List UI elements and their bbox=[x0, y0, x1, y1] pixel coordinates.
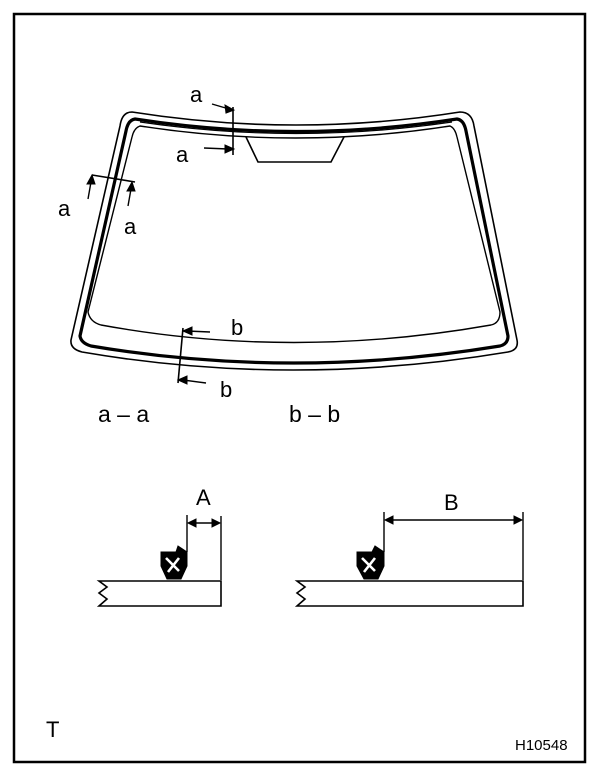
dimension-b-label: B bbox=[444, 490, 459, 515]
dimension-a-label: A bbox=[196, 485, 211, 510]
adhesive-dam-bb bbox=[356, 545, 385, 580]
label-a-left-1: a bbox=[58, 196, 71, 221]
figure-code: H10548 bbox=[515, 737, 568, 754]
adhesive-dam-aa bbox=[160, 545, 188, 580]
section-bb-title: b – b bbox=[289, 401, 340, 427]
body-panel-aa bbox=[96, 580, 222, 607]
section-aa-drawing bbox=[96, 515, 222, 607]
windshield-inner-outline bbox=[87, 125, 501, 344]
section-a-left-marker bbox=[86, 173, 136, 207]
label-a-top-1: a bbox=[190, 82, 203, 107]
mirror-mount-notch bbox=[245, 136, 345, 163]
label-a-top-2: a bbox=[176, 142, 189, 167]
label-a-left-2: a bbox=[124, 214, 137, 239]
label-b-2: b bbox=[220, 377, 232, 402]
section-b-marker bbox=[176, 326, 211, 385]
body-panel-bb bbox=[294, 580, 524, 607]
section-a-top-marker bbox=[203, 103, 236, 155]
windshield-top-band bbox=[139, 121, 453, 135]
windshield bbox=[70, 111, 519, 371]
windshield-molding bbox=[78, 117, 510, 365]
figure-frame bbox=[12, 12, 587, 764]
corner-mark: T bbox=[46, 717, 59, 742]
section-aa-title: a – a bbox=[98, 401, 149, 427]
windshield-outer-outline bbox=[70, 111, 519, 371]
section-bb-drawing bbox=[294, 512, 524, 607]
label-b-1: b bbox=[231, 315, 243, 340]
